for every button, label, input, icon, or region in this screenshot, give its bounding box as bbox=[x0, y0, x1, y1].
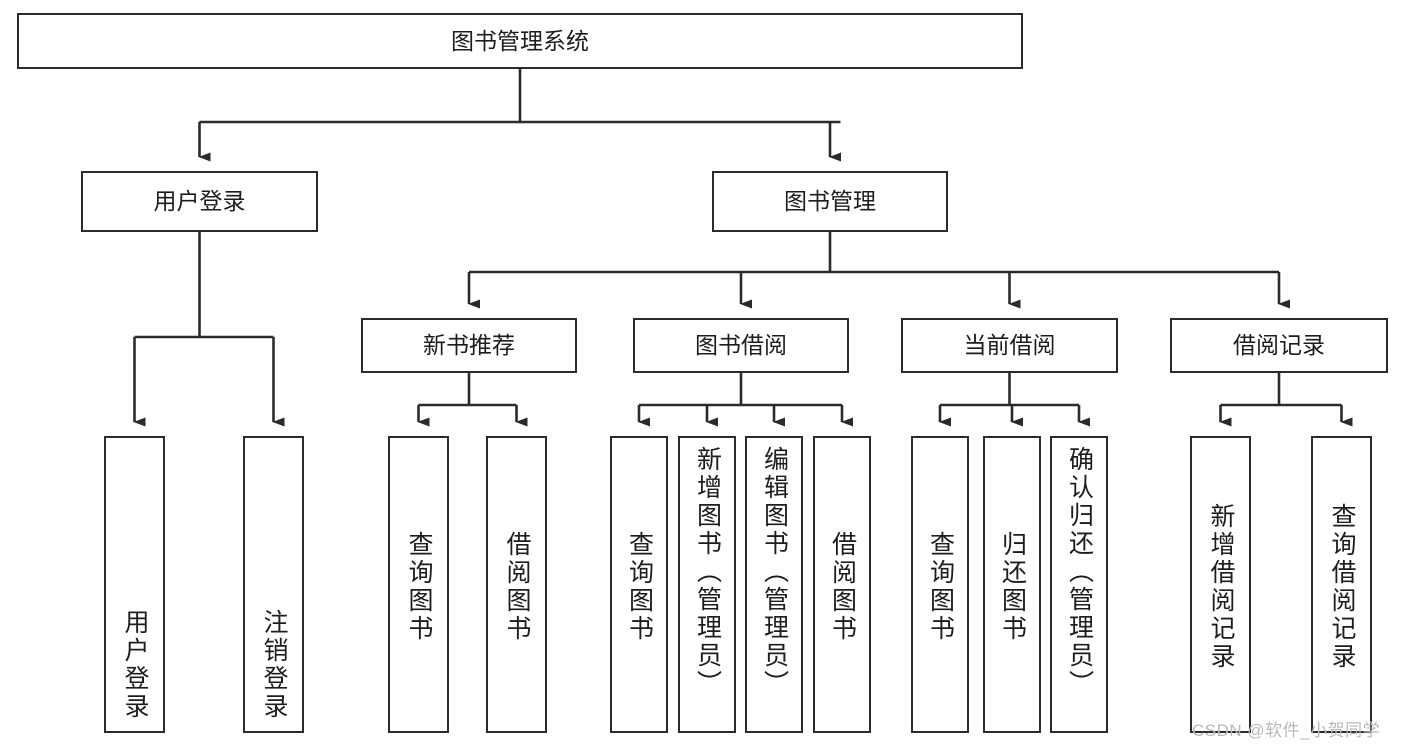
node-label: 查询图书 bbox=[926, 530, 955, 643]
node-label: 借阅图书 bbox=[828, 530, 857, 643]
node-leaf-edit-book[interactable]: 编辑图书（管理员） bbox=[745, 436, 803, 733]
node-current-borrow[interactable]: 当前借阅 bbox=[901, 318, 1118, 373]
node-leaf-query-record[interactable]: 查询借阅记录 bbox=[1311, 436, 1372, 733]
node-leaf-borrow-book-2[interactable]: 借阅图书 bbox=[813, 436, 871, 733]
node-leaf-add-record[interactable]: 新增借阅记录 bbox=[1190, 436, 1251, 733]
node-leaf-user-login[interactable]: 用户登录 bbox=[104, 436, 165, 733]
node-borrow-record[interactable]: 借阅记录 bbox=[1170, 318, 1388, 373]
node-leaf-query-book-2[interactable]: 查询图书 bbox=[610, 436, 668, 733]
node-leaf-borrow-book-1[interactable]: 借阅图书 bbox=[486, 436, 547, 733]
node-label: 借阅图书 bbox=[503, 530, 531, 643]
edge-group-root bbox=[198, 69, 841, 162]
edge-group-user-login bbox=[133, 232, 285, 427]
node-label: 图书管理 bbox=[784, 188, 876, 214]
node-label: 图书借阅 bbox=[695, 332, 787, 358]
node-root-system[interactable]: 图书管理系统 bbox=[17, 13, 1023, 69]
node-label: 查询图书 bbox=[405, 530, 433, 643]
node-leaf-return-book[interactable]: 归还图书 bbox=[983, 436, 1041, 733]
node-new-book-recommend[interactable]: 新书推荐 bbox=[361, 318, 577, 373]
node-label: 编辑图书（管理员） bbox=[760, 446, 789, 698]
node-leaf-add-book[interactable]: 新增图书（管理员） bbox=[678, 436, 736, 733]
node-book-borrow[interactable]: 图书借阅 bbox=[633, 318, 849, 373]
csdn-watermark: CSDN @软件_小贺同学 bbox=[1192, 721, 1381, 740]
node-label: 查询借阅记录 bbox=[1328, 502, 1356, 671]
node-label: 注销登录 bbox=[260, 609, 288, 721]
edge-group-borrow-record bbox=[1219, 373, 1353, 427]
node-user-login[interactable]: 用户登录 bbox=[81, 171, 318, 232]
node-label: 归还图书 bbox=[998, 530, 1027, 643]
node-leaf-logout[interactable]: 注销登录 bbox=[243, 436, 304, 733]
node-label: 确认归还（管理员） bbox=[1065, 446, 1094, 698]
node-label: 新增图书（管理员） bbox=[693, 446, 722, 698]
node-label: 新书推荐 bbox=[423, 332, 515, 358]
edge-group-new-book-recommend bbox=[417, 373, 528, 427]
node-label: 查询图书 bbox=[625, 530, 654, 643]
node-label: 用户登录 bbox=[153, 188, 246, 214]
edge-group-book-manage bbox=[467, 232, 1290, 309]
node-label: 借阅记录 bbox=[1233, 332, 1325, 358]
node-label: 用户登录 bbox=[121, 609, 149, 721]
node-leaf-confirm-return[interactable]: 确认归还（管理员） bbox=[1050, 436, 1108, 733]
node-label: 新增借阅记录 bbox=[1207, 502, 1235, 671]
node-label: 图书管理系统 bbox=[451, 27, 589, 54]
node-leaf-query-book-1[interactable]: 查询图书 bbox=[388, 436, 449, 733]
node-leaf-query-book-3[interactable]: 查询图书 bbox=[911, 436, 969, 733]
node-book-manage[interactable]: 图书管理 bbox=[712, 171, 948, 232]
edge-group-current-borrow bbox=[938, 373, 1090, 427]
edge-group-book-borrow bbox=[637, 373, 853, 427]
node-label: 当前借阅 bbox=[963, 332, 1056, 358]
